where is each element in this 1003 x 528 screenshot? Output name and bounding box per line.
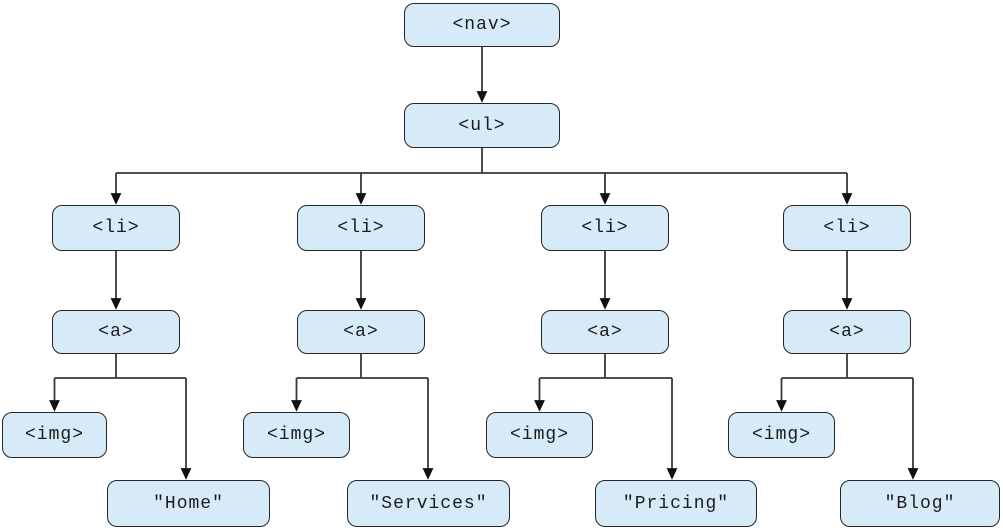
node-img-2: <img> bbox=[243, 412, 350, 458]
node-li-3: <li> bbox=[541, 205, 669, 251]
node-li-1: <li> bbox=[52, 205, 180, 251]
node-text-services: "Services" bbox=[347, 480, 510, 527]
node-img-1: <img> bbox=[2, 412, 107, 458]
node-text-pricing: "Pricing" bbox=[595, 480, 757, 527]
node-text-blog: "Blog" bbox=[840, 480, 1000, 527]
node-img-3: <img> bbox=[486, 412, 593, 458]
node-a-2: <a> bbox=[297, 310, 425, 354]
node-li-2: <li> bbox=[297, 205, 425, 251]
node-a-4: <a> bbox=[783, 310, 911, 354]
node-text-home: "Home" bbox=[107, 480, 270, 527]
node-a-3: <a> bbox=[541, 310, 669, 354]
node-img-4: <img> bbox=[728, 412, 835, 458]
node-ul: <ul> bbox=[404, 103, 560, 148]
node-nav: <nav> bbox=[404, 3, 560, 47]
node-li-4: <li> bbox=[783, 205, 911, 251]
node-a-1: <a> bbox=[52, 310, 180, 354]
